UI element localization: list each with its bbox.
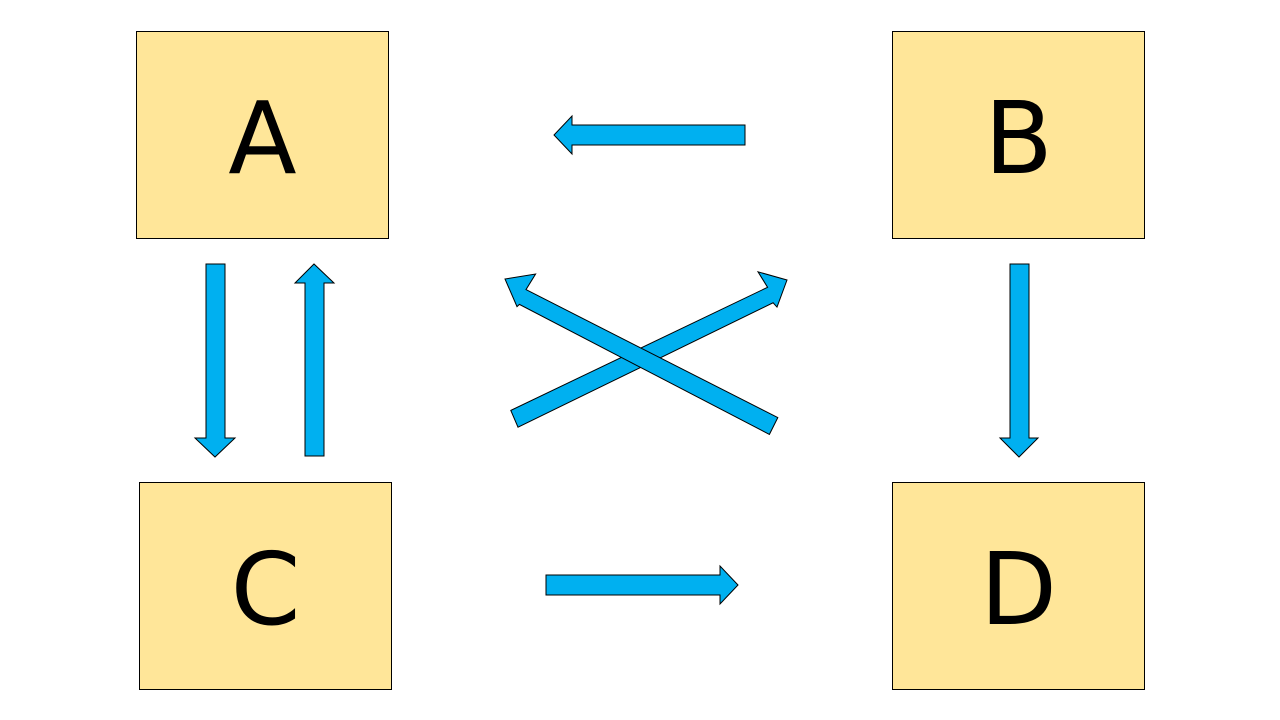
node-a: A bbox=[136, 31, 389, 239]
arrow-c-to-b bbox=[510, 270, 788, 428]
arrow-c-to-d bbox=[545, 564, 739, 606]
node-b-label: B bbox=[984, 80, 1053, 197]
node-c: C bbox=[139, 482, 392, 690]
node-a-label: A bbox=[228, 80, 297, 197]
arrow-d-to-a bbox=[504, 273, 779, 436]
arrow-b-to-a bbox=[553, 114, 746, 156]
arrow-c-to-a bbox=[293, 263, 336, 457]
node-c-label: C bbox=[230, 531, 301, 648]
arrow-a-to-c bbox=[193, 263, 237, 458]
node-d-label: D bbox=[979, 531, 1057, 648]
node-b: B bbox=[892, 31, 1145, 239]
arrow-b-to-d bbox=[998, 263, 1040, 458]
node-d: D bbox=[892, 482, 1145, 690]
